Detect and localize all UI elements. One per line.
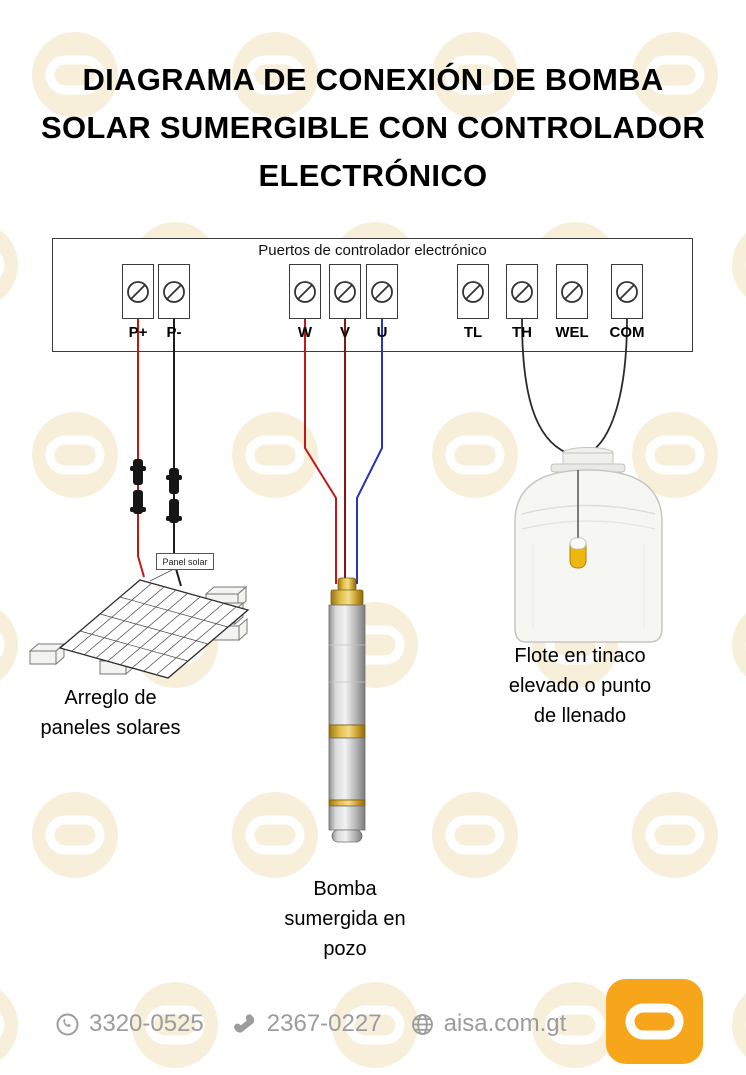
panel-grid [71, 582, 237, 676]
screw-terminal-icon [294, 280, 316, 303]
terminal-block [289, 264, 321, 319]
circle-phone-icon [56, 1013, 79, 1035]
screw-terminal-icon [511, 280, 533, 303]
website-text: aisa.com.gt [443, 1010, 567, 1037]
panel-caption: Arreglo de paneles solares [40, 687, 181, 739]
terminal-block [366, 264, 398, 319]
terminal-label: TH [512, 324, 532, 341]
terminal-block [506, 264, 538, 319]
footer-contact: 3320-0525 2367-0227 [55, 1010, 566, 1038]
screw-terminal-icon [127, 280, 149, 303]
terminal-block [556, 264, 588, 319]
terminal-block [611, 264, 643, 319]
panel-tag-leader [149, 569, 173, 582]
terminal-label: P+ [128, 324, 148, 341]
footer-website: aisa.com.gt [410, 1010, 567, 1038]
solar-panel-array [28, 569, 250, 679]
wire-p-minus [173, 319, 182, 587]
wire-th-float [521, 318, 568, 454]
controller-ports-label: Puertos de controlador electrónico [258, 242, 487, 259]
phone-2-text: 2367-0227 [266, 1010, 382, 1037]
page-title: DIAGRAMA DE CONEXIÓN DE BOMBA SOLAR SUME… [40, 62, 706, 193]
screw-terminal-icon [462, 280, 484, 303]
company-logo [606, 979, 703, 1064]
pump-caption: Bomba sumergida en pozo [284, 878, 406, 960]
logo-oval-icon [625, 1003, 684, 1040]
mc4-connectors [130, 459, 182, 523]
wire-u [356, 319, 383, 584]
terminal-block [329, 264, 361, 319]
phone-1-text: 3320-0525 [89, 1010, 204, 1037]
terminal-label: TL [463, 324, 483, 341]
footer-phone-1: 3320-0525 [55, 1010, 204, 1038]
terminal-label: W [297, 324, 313, 341]
float-switch [569, 470, 587, 569]
terminal-label: WEL [555, 324, 589, 341]
terminal-label: U [376, 324, 388, 341]
screw-terminal-icon [334, 280, 356, 303]
handset-phone-icon [233, 1013, 254, 1033]
wire-p-plus [137, 319, 145, 578]
terminal-block [457, 264, 489, 319]
terminal-block [158, 264, 190, 319]
logo-background [606, 979, 703, 1064]
globe-icon [411, 1013, 433, 1035]
screw-terminal-icon [561, 280, 583, 303]
panel-label-tag: Panel solar [156, 553, 214, 570]
terminal-label: P- [166, 324, 182, 341]
tank-caption: Flote en tinaco elevado o punto de llena… [508, 645, 652, 727]
submersible-pump [328, 577, 366, 843]
wire-w [304, 319, 337, 584]
screw-terminal-icon [616, 280, 638, 303]
water-tank [514, 447, 663, 643]
screw-terminal-icon [371, 280, 393, 303]
footer-phone-2: 2367-0227 [232, 1010, 382, 1038]
wires [137, 318, 628, 587]
terminal-label: V [339, 324, 350, 341]
terminal-label: COM [609, 324, 645, 341]
terminal-block [122, 264, 154, 319]
screw-terminal-icon [163, 280, 185, 303]
